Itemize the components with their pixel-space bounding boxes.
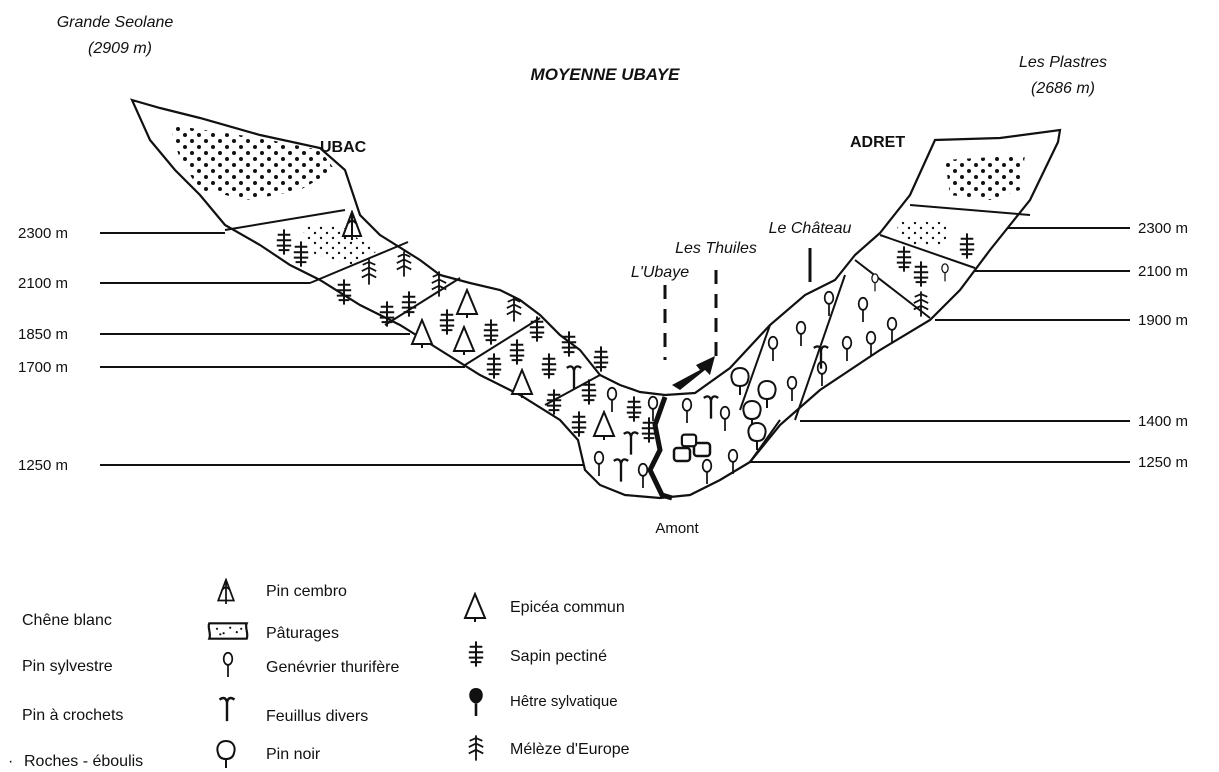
altitude-label: 2300 m: [18, 225, 68, 242]
altitude-labels-left: 2300 m 2100 m 1850 m 1700 m 1250 m: [18, 225, 68, 474]
meleze-icon: [469, 735, 483, 760]
legend-col-3: Epicéa commun Sapin pectiné Hêtre sylvat…: [465, 594, 630, 761]
legend-item: Pin à crochets: [22, 707, 123, 724]
feuillus-icon: [220, 698, 235, 721]
legend-col-2: Pin cembro Pâturages Genévrier thurifère…: [209, 580, 400, 768]
legend: Chêne blanc Pin sylvestre Pin à crochets…: [8, 580, 630, 770]
legend-item: Roches - éboulis: [24, 753, 143, 770]
river-label: L'Ubaye: [631, 264, 689, 281]
ubac-label: UBAC: [320, 139, 367, 156]
paturages-icon: [209, 623, 248, 638]
altitude-label: 2100 m: [1138, 263, 1188, 280]
legend-item: Genévrier thurifère: [266, 659, 399, 676]
legend-item: Sapin pectiné: [510, 648, 607, 665]
legend-item: Pin sylvestre: [22, 658, 113, 675]
genevrier-icon: [224, 653, 233, 677]
diagram-title: MOYENNE UBAYE: [531, 65, 681, 84]
adret-label: ADRET: [850, 134, 905, 151]
peak-right-altitude: (2686 m): [1031, 80, 1095, 97]
legend-item: Mélèze d'Europe: [510, 741, 630, 758]
le-chateau-label: Le Château: [769, 220, 852, 237]
legend-bullet: ·: [8, 753, 13, 770]
pin-noir-icon: [217, 741, 234, 768]
altitude-labels-right: 2300 m 2100 m 1900 m 1400 m 1250 m: [1138, 220, 1188, 471]
legend-item: Feuillus divers: [266, 708, 368, 725]
les-thuiles-label: Les Thuiles: [675, 240, 757, 257]
legend-item: Chêne blanc: [22, 612, 112, 629]
legend-item: Hêtre sylvatique: [510, 693, 618, 710]
altitude-label: 1700 m: [18, 359, 68, 376]
altitude-label: 2300 m: [1138, 220, 1188, 237]
legend-item: Pâturages: [266, 625, 339, 642]
pin-cembro-icon: [218, 580, 234, 604]
altitude-label: 1850 m: [18, 326, 68, 343]
altitude-label: 1900 m: [1138, 312, 1188, 329]
legend-col-1: Chêne blanc Pin sylvestre Pin à crochets…: [8, 612, 143, 770]
peak-left-name: Grande Seolane: [57, 14, 174, 31]
epicea-icon: [465, 594, 485, 622]
peak-right-name: Les Plastres: [1019, 54, 1107, 71]
amont-label: Amont: [655, 520, 699, 537]
legend-item: Pin noir: [266, 746, 321, 763]
legend-item: Pin cembro: [266, 583, 347, 600]
peak-left-altitude: (2909 m): [88, 40, 152, 57]
sapin-icon: [469, 641, 483, 666]
altitude-label: 2100 m: [18, 275, 68, 292]
altitude-label: 1250 m: [1138, 454, 1188, 471]
legend-item: Epicéa commun: [510, 599, 625, 616]
hetre-icon: [469, 688, 483, 716]
altitude-label: 1400 m: [1138, 413, 1188, 430]
altitude-label: 1250 m: [18, 457, 68, 474]
